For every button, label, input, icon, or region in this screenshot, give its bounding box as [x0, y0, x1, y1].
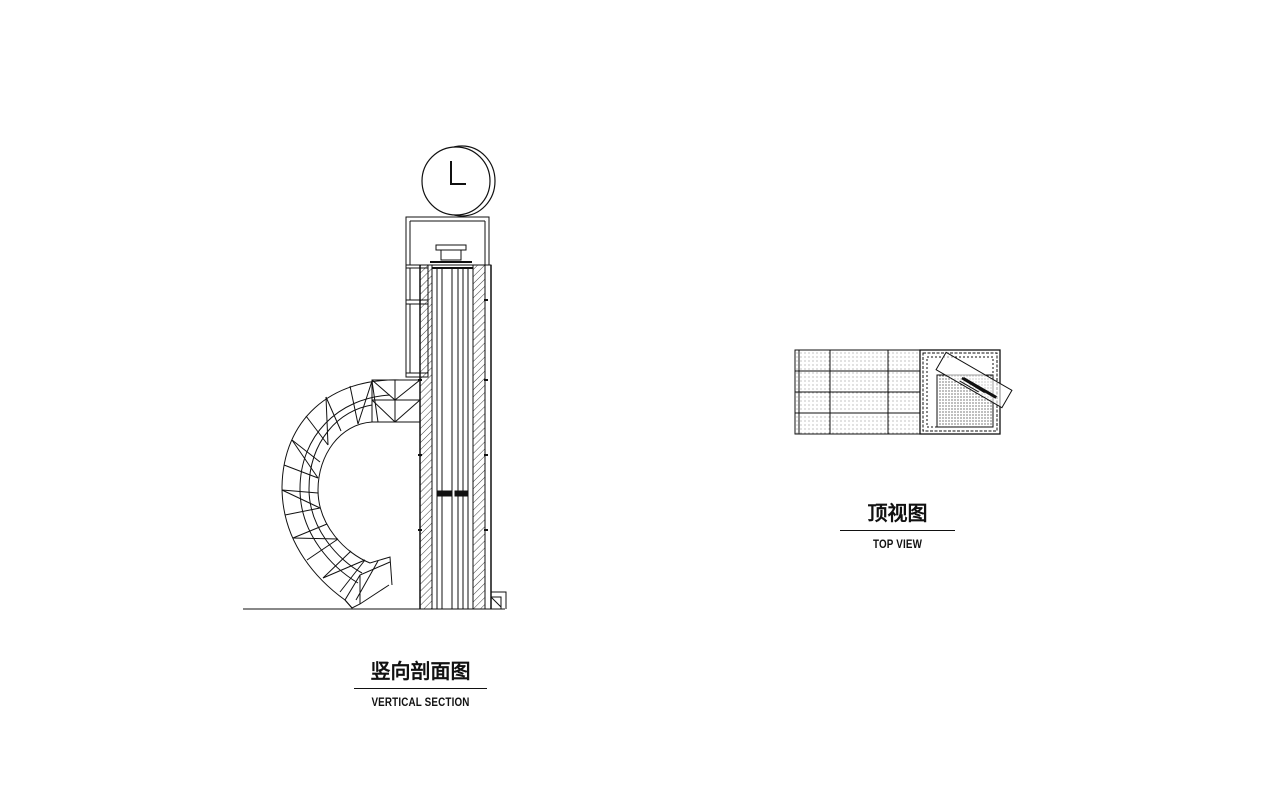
tower-base-step	[490, 591, 507, 609]
spiral-slide	[281, 379, 401, 609]
vertical-section-drawing	[243, 145, 507, 610]
slide-entry-platform	[371, 379, 421, 423]
top-view-caption: 顶视图 TOP VIEW	[840, 497, 955, 551]
tower-shaft	[418, 264, 492, 610]
vertical-section-title-cn: 竖向剖面图	[354, 655, 487, 689]
tower-top-frame	[405, 216, 490, 266]
top-view-title-en: TOP VIEW	[872, 537, 923, 551]
clock-icon	[421, 145, 496, 217]
top-view-drawing	[794, 349, 1013, 435]
top-view-title-cn: 顶视图	[840, 497, 955, 531]
vertical-section-title-en: VERTICAL SECTION	[371, 695, 470, 709]
vertical-section-caption: 竖向剖面图 VERTICAL SECTION	[354, 655, 487, 709]
